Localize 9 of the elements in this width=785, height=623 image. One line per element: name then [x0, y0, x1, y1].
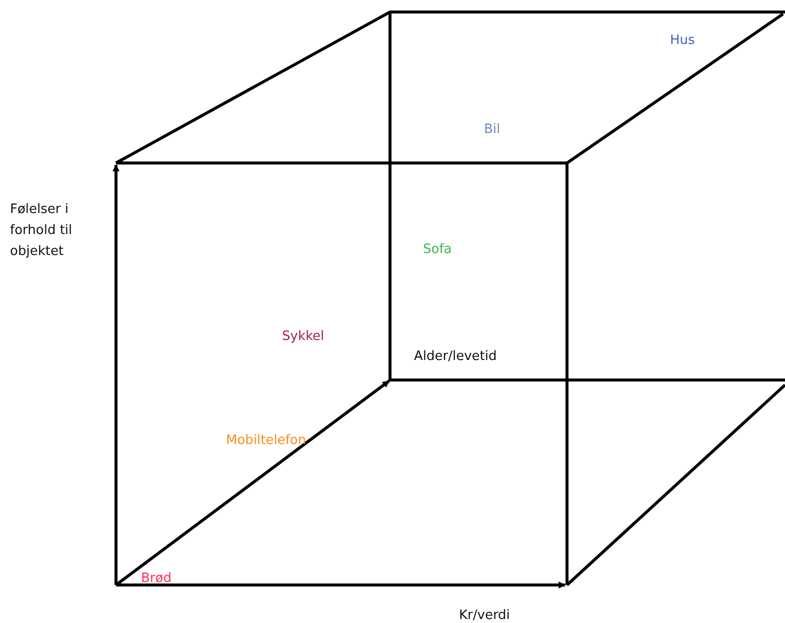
axis-label: Sofa	[423, 241, 452, 259]
axis-label: Følelser i forhold til objektet	[10, 201, 74, 261]
axis-label: Alder/levetid	[414, 348, 497, 366]
axis-label: Hus	[670, 32, 695, 50]
axis-label: Sykkel	[282, 328, 324, 346]
axis-label: Kr/verdi	[459, 607, 510, 623]
axis-label: Brød	[141, 570, 172, 588]
axis-label: Mobiltelefon	[226, 432, 306, 450]
axis-label: Bil	[484, 121, 500, 139]
